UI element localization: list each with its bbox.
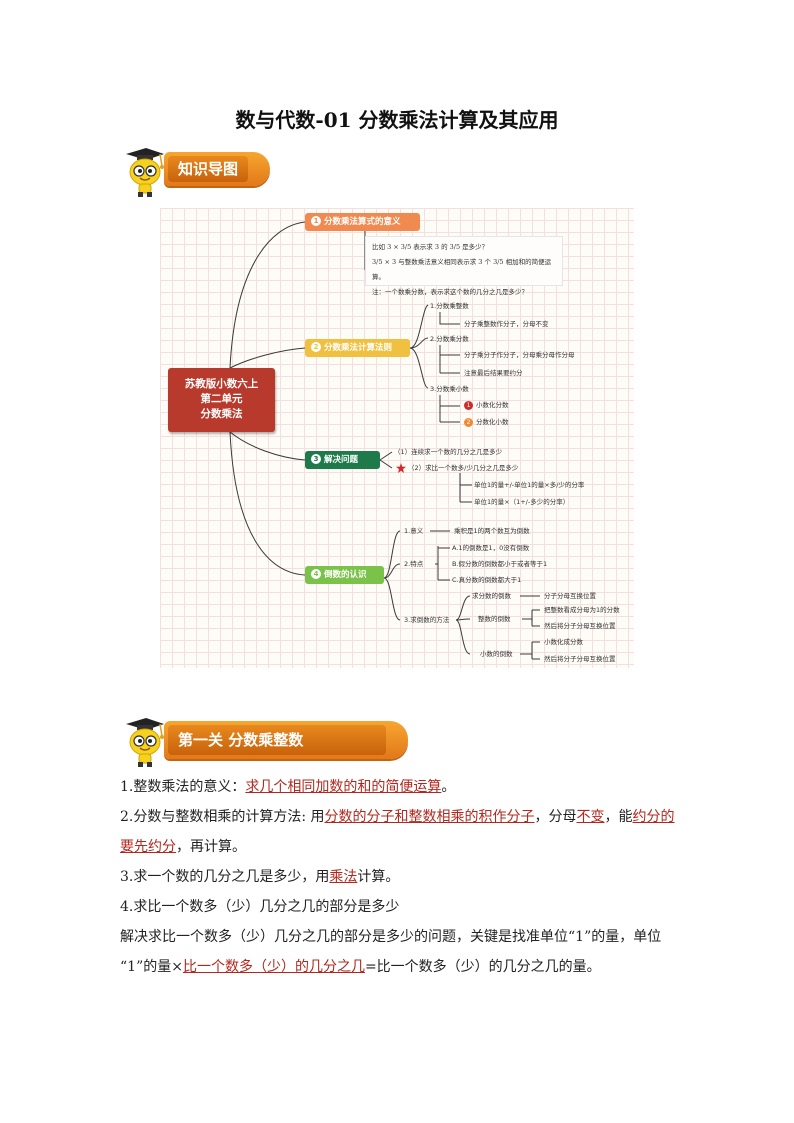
reciprocal-2-a: A.1的倒数是1，0没有倒数 — [452, 544, 530, 552]
reciprocal-method-2-detail-1: 把整数看成分母为1的分数 — [544, 606, 620, 614]
text: 。 — [441, 779, 456, 795]
point-1: 1.整数乘法的意义：求几个相同加数的和的简便运算。 — [120, 772, 680, 802]
point-4-explanation: 解决求比一个数多（少）几分之几的部分是多少的问题，关键是找准单位“1”的量，单位 — [120, 929, 662, 945]
rule-3: 3.分数乘小数 — [430, 385, 469, 393]
document-title: 数与代数-01 分数乘法计算及其应用 — [235, 108, 559, 132]
reciprocal-1: 1.意义 — [404, 527, 424, 535]
text: ，分母 — [534, 809, 577, 825]
point-2-continued: 要先约分，再计算。 — [120, 832, 680, 862]
reciprocal-method-2: 整数的倒数 — [478, 615, 511, 623]
key-phrase: 不变 — [576, 809, 605, 825]
problem-2: （2）求比一个数多/少几分之几是多少 — [408, 464, 519, 472]
point-3: 3.求一个数的几分之几是多少，用乘法计算。 — [120, 862, 680, 892]
banner-inner — [168, 156, 248, 182]
text: 2.分数与整数相乘的计算方法: 用 — [120, 809, 325, 825]
reciprocal-method-3-detail-1: 小数化成分数 — [544, 638, 583, 646]
note-line: 比如 3 × 3/5 表示求 3 的 3/5 是多少？ — [372, 243, 489, 251]
point-4-formula: “1”的量×比一个数多（少）的几分之几=比一个数多（少）的几分之几的量。 — [120, 952, 680, 982]
branch-label: 解决问题 — [324, 455, 359, 465]
section-title: 第一关 分数乘整数 — [178, 731, 304, 749]
branch-label: 倒数的认识 — [324, 570, 367, 580]
section-banner: 第一关 分数乘整数 — [164, 721, 408, 759]
key-phrase: 比一个数多（少）的几分之几 — [182, 959, 365, 975]
section-header-level-1: 第一关 分数乘整数 — [120, 716, 410, 767]
branch-number: 3 — [311, 454, 321, 464]
key-phrase: 要先约分 — [120, 839, 176, 855]
mascot-icon — [126, 148, 164, 197]
branch-label: 分数乘法算式的意义 — [324, 217, 401, 227]
mind-map-connectors — [229, 221, 540, 660]
point-4: 4.求比一个数多（少）几分之几的部分是多少 — [120, 899, 400, 915]
reciprocal-method-1-detail: 分子分母互换位置 — [544, 592, 596, 600]
reciprocal-2-c: C.真分数的倒数都大于1 — [452, 576, 522, 584]
problem-2-detail-2: 单位1的量×（1+/-多少的分率） — [474, 498, 570, 506]
section-header-mindmap: 知识导图 — [120, 146, 270, 197]
branch-number: 4 — [311, 569, 321, 579]
reciprocal-2-b: B.假分数的倒数都小于或者等于1 — [452, 560, 548, 568]
center-line-1: 苏教版小数六上 — [184, 378, 259, 390]
branch-number: 2 — [311, 342, 321, 352]
text: 1.整数乘法的意义： — [120, 779, 246, 795]
reciprocal-method-3: 小数的倒数 — [480, 650, 513, 658]
branch-number: 1 — [311, 216, 321, 226]
text: 3.求一个数的几分之几是多少，用 — [120, 869, 330, 885]
reciprocal-1-detail: 乘积是1的两个数互为倒数 — [454, 527, 530, 535]
reciprocal-method-2-detail-2: 然后将分子分母互换位置 — [544, 622, 616, 630]
mind-map-center-node: 苏教版小数六上 第二单元 分数乘法 — [168, 368, 275, 432]
lesson-content: 1.整数乘法的意义：求几个相同加数的和的简便运算。 2.分数与整数相乘的计算方法… — [120, 772, 680, 982]
text: ，能 — [604, 809, 633, 825]
text: “1”的量× — [120, 959, 183, 975]
problem-2-detail-1: 单位1的量+/-单位1的量×多/少的分率 — [474, 481, 585, 489]
text: =比一个数多（少）的几分之几的量。 — [364, 959, 601, 975]
branch-label: 分数乘法计算法则 — [324, 343, 393, 353]
mascot-icon — [126, 718, 164, 767]
rule-2: 2.分数乘分数 — [430, 335, 469, 343]
center-line-2: 第二单元 — [200, 393, 243, 405]
rule-1: 1.分数乘整数 — [430, 302, 469, 310]
number-badge: 2 — [464, 418, 473, 427]
node-label: 小数化分数 — [476, 401, 509, 409]
reciprocal-method-1: 求分数的倒数 — [472, 592, 511, 600]
banner-inner — [168, 725, 386, 755]
problem-1: （1）连续求一个数的几分之几是多少 — [394, 448, 503, 456]
number-badge: 1 — [464, 401, 473, 410]
point-2: 2.分数与整数相乘的计算方法: 用分数的分子和整数相乘的积作分子，分母不变，能约… — [120, 802, 680, 832]
reciprocal-3: 3.求倒数的方法 — [404, 616, 450, 624]
key-phrase: 求几个相同加数的和的简便运算 — [245, 779, 442, 795]
key-phrase: 乘法 — [329, 869, 358, 885]
center-line-3: 分数乘法 — [200, 408, 243, 420]
section-banner: 知识导图 — [164, 152, 270, 186]
rule-1-detail: 分子乘整数作分子，分母不变 — [464, 320, 549, 328]
rule-2-detail-1: 分子乘分子作分子，分母乘分母作分母 — [464, 351, 575, 359]
meaning-note: 比如 3 × 3/5 表示求 3 的 3/5 是多少？ 3/5 × 3 与整数乘… — [365, 236, 563, 296]
note-line: 3/5 × 3 与整数乘法意义相同表示求 3 个 3/5 相加和的简便运算。 — [372, 258, 552, 281]
key-phrase: 约分的 — [632, 809, 675, 825]
section-title: 知识导图 — [178, 160, 239, 178]
key-phrase: 分数的分子和整数相乘的积作分子 — [324, 809, 535, 825]
text: ，再计算。 — [176, 839, 246, 855]
text: 计算。 — [357, 869, 400, 885]
rule-2-detail-2: 注意最后结果要约分 — [464, 369, 523, 377]
reciprocal-2: 2.特点 — [404, 560, 424, 568]
reciprocal-method-3-detail-2: 然后将分子分母互换位置 — [544, 655, 616, 663]
note-line: 注：一个数乘分数，表示求这个数的几分之几是多少？ — [372, 288, 528, 296]
star-icon — [396, 463, 406, 473]
node-label: 分数化小数 — [476, 418, 509, 426]
